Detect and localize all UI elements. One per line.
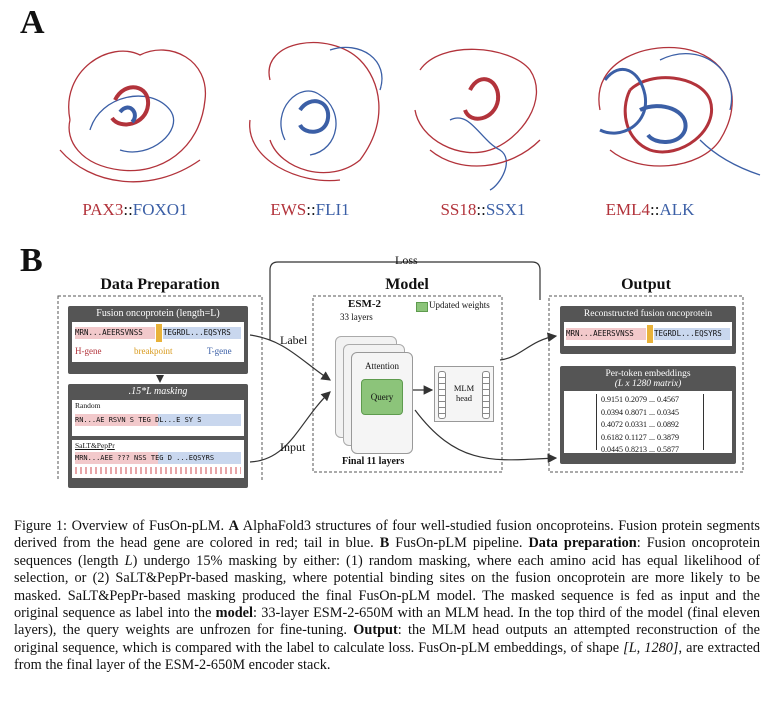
structure-ss18-ssx1: [414, 48, 541, 191]
structure-ews-fli1: [249, 41, 383, 182]
caption-a: A: [228, 518, 239, 534]
label-arrow-text: Label: [280, 333, 308, 347]
caption-dp-text-1: : Fusion oncoprotein sequences (length: [14, 535, 760, 569]
salt-label: SaLT&PepPr: [75, 441, 115, 450]
model-title: Model: [385, 276, 429, 293]
salt-score-ticks: [75, 467, 241, 474]
panel-a-letter: A: [20, 4, 45, 41]
input-arrow-text: Input: [280, 440, 306, 454]
masking-box: .15*L masking Random RN...AE RSVN S TEG …: [68, 384, 248, 488]
structure-label-ss18-ssx1: SS18::SSX1: [440, 200, 526, 219]
structure-pax3-foxo1: [59, 49, 206, 183]
seq-head: MRN...AEERSVNSS: [75, 327, 155, 339]
recon-breakpoint-icon: [647, 325, 653, 343]
recon-head: MRN...AEERSVNSS: [566, 328, 646, 340]
loss-label: Loss: [395, 253, 418, 267]
mlm-head-label: MLM head: [453, 383, 475, 403]
mlm-head-block: MLM head: [434, 366, 494, 422]
attention-label: Attention: [365, 361, 399, 371]
recon-tail: TEGRDL...EQSYRS: [654, 328, 730, 340]
protein-structures: [59, 41, 761, 191]
emb-sub: (L x 1280 matrix): [614, 379, 682, 389]
fusion-oncoprotein-box: Fusion oncoprotein (length=L) MRN...AEER…: [68, 306, 248, 374]
caption-output-text-2: , are extracted from the final layer of …: [14, 639, 760, 674]
output-title: Output: [621, 276, 671, 293]
layer-card-front: Attention Query: [351, 352, 413, 454]
figure-caption: Figure 1: Overview of FusOn-pLM. A Alpha…: [14, 518, 760, 675]
layers-label: 33 layers: [340, 312, 373, 322]
random-label: Random: [75, 401, 101, 410]
caption-dp-text-2: ) undergo 15% masking by either: (1) ran…: [14, 552, 761, 622]
final-layers-label: Final 11 layers: [342, 456, 405, 467]
reconstructed-box: Reconstructed fusion oncoprotein MRN...A…: [560, 306, 736, 354]
data-prep-title: Data Preparation: [100, 276, 220, 293]
caption-b-text: FusOn-pLM pipeline.: [395, 535, 523, 552]
breakpoint-icon: [156, 324, 162, 342]
caption-model: model: [215, 605, 253, 622]
random-seq: RN...AE RSVN S TEG DL...E SY S: [75, 414, 241, 426]
caption-model-text: : 33-layer ESM-2-650M with an MLM head. …: [14, 605, 760, 639]
structure-label-ews-fli1: EWS::FLI1: [270, 200, 350, 219]
caption-shape: [L, 1280]: [623, 639, 679, 656]
structure-label-eml4-alk: EML4::ALK: [605, 200, 695, 219]
salt-seq: MRN...AEE ??? NSS TEG D ...EQSYRS: [75, 452, 241, 464]
masking-header: .15*L masking: [128, 386, 188, 397]
mlm-neurons-right: [482, 371, 490, 419]
seq-tail: TEGRDL...EQSYRS: [163, 327, 241, 339]
query-block: Query: [361, 379, 403, 415]
caption-output-text: : the MLM head outputs an attempted reco…: [14, 622, 760, 656]
caption-fig: Figure 1: Overview of FusOn-pLM.: [14, 518, 225, 534]
pipeline-connectors: [57, 261, 744, 480]
h-gene-label: H-gene: [75, 346, 102, 356]
updated-weights-label: Updated weights: [429, 300, 490, 310]
breakpoint-label: breakpoint: [134, 346, 173, 356]
embeddings-box: Per-token embeddings (L x 1280 matrix) 0…: [560, 366, 736, 464]
updated-weights-swatch: [416, 302, 428, 312]
caption-output: Output: [353, 622, 398, 639]
fusion-header: Fusion oncoprotein (length=L): [96, 308, 220, 319]
recon-header: Reconstructed fusion oncoprotein: [583, 309, 713, 319]
caption-a-text: AlphaFold3 structures of four well-studi…: [14, 518, 760, 552]
esm-label: ESM-2: [348, 298, 381, 310]
structure-eml4-alk: [598, 46, 761, 176]
mlm-neurons-left: [438, 371, 446, 419]
emb-header: Per-token embeddings: [605, 369, 691, 379]
structure-label-pax3-foxo1: PAX3::FOXO1: [82, 200, 188, 219]
caption-dp-l: L: [124, 552, 133, 569]
caption-dp: Data preparation: [528, 535, 637, 552]
t-gene-label: T-gene: [207, 346, 232, 356]
caption-b: B: [379, 535, 390, 552]
panel-b-letter: B: [20, 242, 43, 279]
